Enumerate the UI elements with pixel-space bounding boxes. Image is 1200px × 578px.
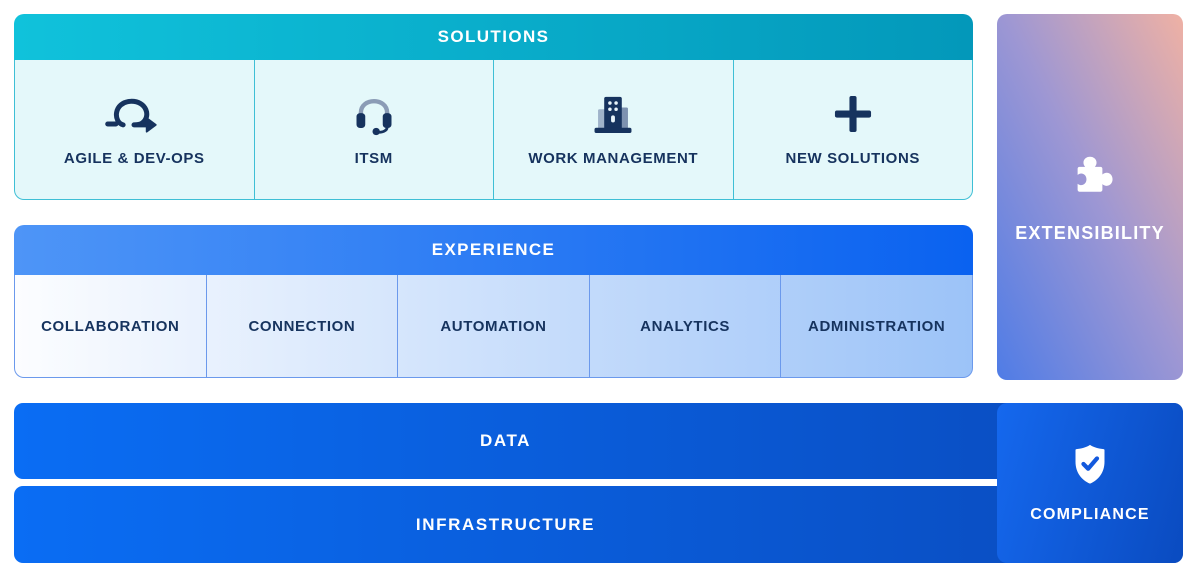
solutions-title: SOLUTIONS [437,27,550,46]
experience-label: ADMINISTRATION [808,317,946,335]
data-layer-bar [14,403,1183,479]
experience-label: ANALYTICS [640,317,730,335]
experience-cell-automation: AUTOMATION [397,275,589,377]
data-layer-label: DATA [479,431,532,450]
infrastructure-layer-label: INFRASTRUCTURE [415,514,596,534]
solution-cell-agile-devops: AGILE & DEV-OPS [15,60,254,199]
solution-label: NEW SOLUTIONS [785,150,920,167]
experience-title: EXPERIENCE [431,240,556,259]
experience-cells-row: COLLABORATION CONNECTION AUTOMATION ANAL… [14,275,973,378]
puzzle-piece-icon [1067,151,1113,197]
solution-cell-new-solutions: NEW SOLUTIONS [732,60,973,199]
extensibility-panel: EXTENSIBILITY [997,14,1183,380]
experience-cell-administration: ADMINISTRATION [780,275,972,377]
solutions-cells-row: AGILE & DEV-OPS ITSM [14,60,973,200]
headset-icon [353,92,395,136]
experience-cell-collaboration: COLLABORATION [15,275,206,377]
solution-label: AGILE & DEV-OPS [63,150,205,167]
experience-section: EXPERIENCE COLLABORATION CONNECTION AUTO… [14,225,973,378]
solutions-section: SOLUTIONS AGILE & DEV-OPS [14,14,973,200]
experience-cell-analytics: ANALYTICS [588,275,781,377]
compliance-panel: COMPLIANCE [997,403,1183,563]
experience-cell-connection: CONNECTION [205,275,398,377]
experience-label: COLLABORATION [41,317,180,335]
building-icon [591,92,635,136]
sprint-loop-icon [105,92,163,136]
solution-cell-work-management: WORK MANAGEMENT [493,60,733,199]
platform-layers-section: DATA INFRASTRUCTURE COMPLIANCE [14,403,1183,563]
plus-icon [834,92,872,136]
experience-label: CONNECTION [248,317,356,335]
solution-cell-itsm: ITSM [253,60,494,199]
infrastructure-layer-bar [14,486,1183,563]
shield-check-icon [1071,443,1109,486]
solution-label: WORK MANAGEMENT [528,150,699,167]
experience-header: EXPERIENCE [14,225,973,275]
extensibility-label: EXTENSIBILITY [1015,222,1165,243]
solution-label: ITSM [354,150,393,167]
compliance-label: COMPLIANCE [1030,505,1150,523]
experience-label: AUTOMATION [440,317,547,335]
solutions-header: SOLUTIONS [14,14,973,60]
